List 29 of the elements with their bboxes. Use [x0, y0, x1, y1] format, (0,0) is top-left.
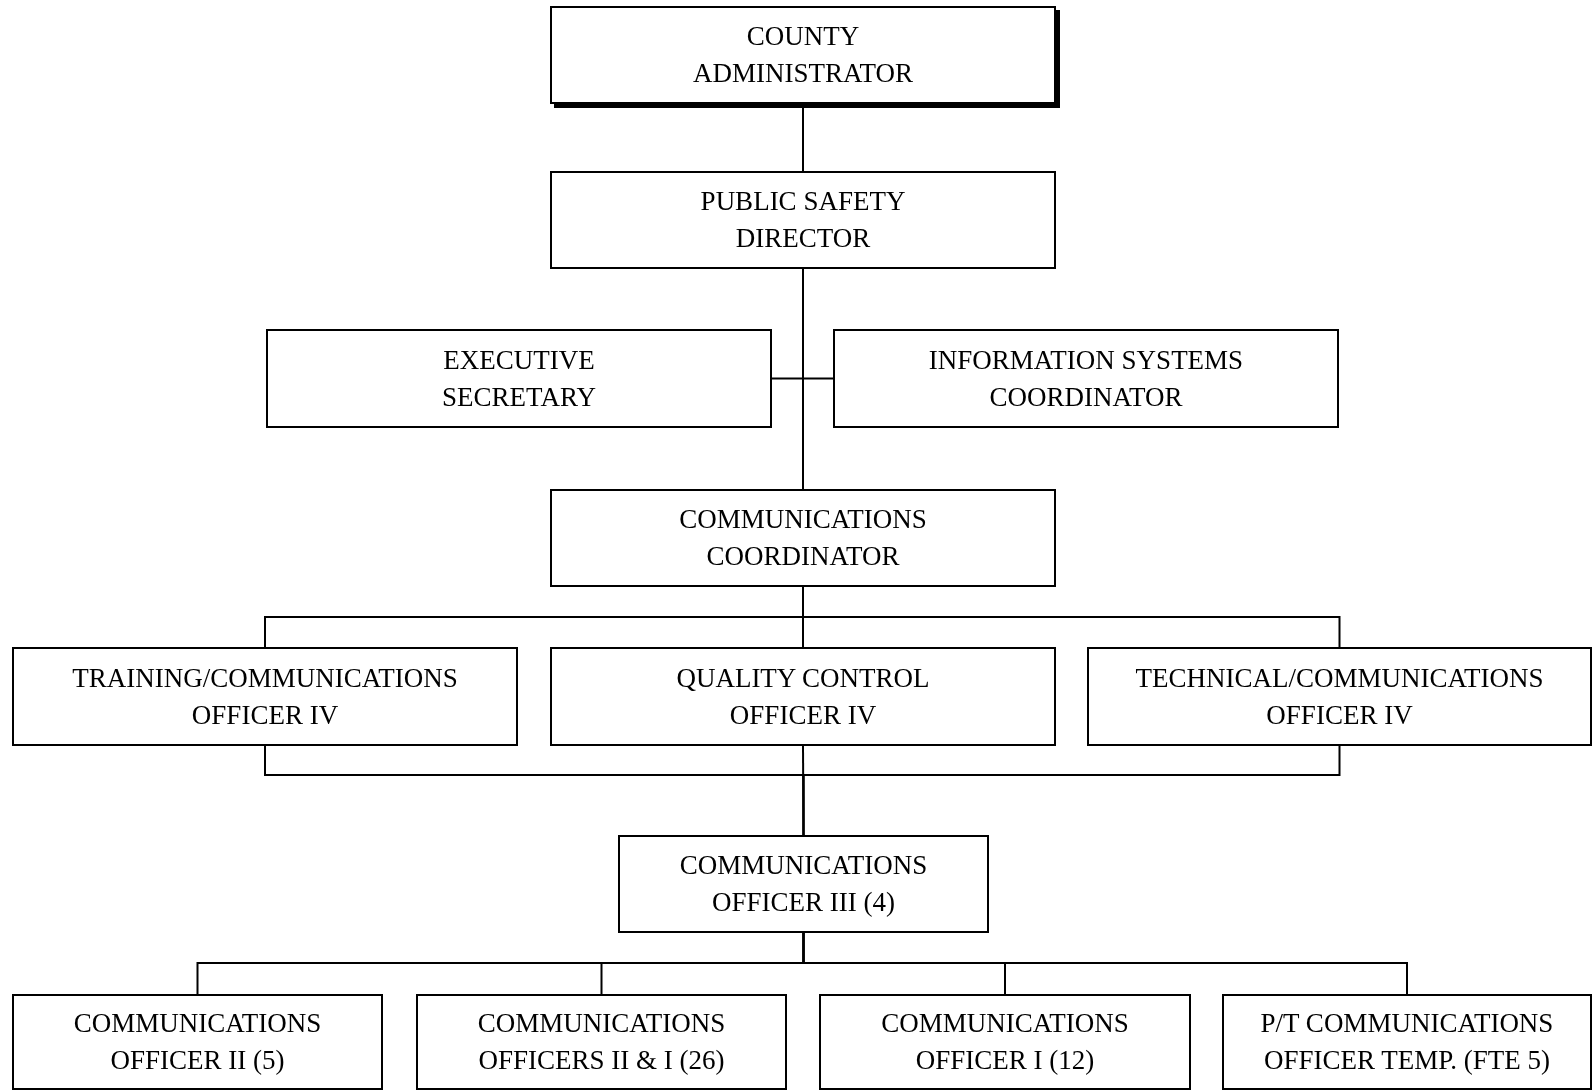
position-box — [550, 647, 1056, 746]
position-box — [550, 489, 1056, 587]
position-box — [12, 994, 383, 1090]
position-title: QUALITY CONTROL OFFICER IV — [675, 661, 931, 732]
connector-line — [802, 745, 805, 836]
position-title: COMMUNICATIONS COORDINATOR — [678, 503, 928, 573]
position-title: PUBLIC SAFETY DIRECTOR — [699, 185, 907, 255]
position-title: COMMUNICATIONS OFFICER II (5) — [72, 1007, 323, 1077]
position-title: COMMUNICATIONS OFFICER I (12) — [880, 1007, 1130, 1077]
position-box — [1222, 994, 1592, 1090]
position-box — [1087, 647, 1592, 746]
position-title: EXECUTIVE SECRETARY — [441, 343, 597, 414]
connector-line — [802, 745, 1341, 836]
position-title: TRAINING/COMMUNICATIONS OFFICER IV — [71, 661, 459, 732]
connector-line — [802, 932, 1408, 995]
position-box — [12, 647, 518, 746]
position-box — [416, 994, 787, 1090]
position-box — [550, 171, 1056, 269]
position-title: COMMUNICATIONS OFFICER III (4) — [678, 849, 929, 919]
position-title: P/T COMMUNICATIONS OFFICER TEMP. (FTE 5) — [1259, 1007, 1555, 1077]
position-title: COUNTY ADMINISTRATOR — [692, 20, 914, 90]
position-box — [618, 835, 989, 933]
connector-line — [802, 268, 804, 490]
position-title: INFORMATION SYSTEMS COORDINATOR — [927, 343, 1245, 414]
position-box — [819, 994, 1191, 1090]
position-title: COMMUNICATIONS OFFICERS II & I (26) — [476, 1007, 727, 1077]
position-box — [833, 329, 1339, 428]
position-box — [266, 329, 772, 428]
position-title: TECHNICAL/COMMUNICATIONS OFFICER IV — [1134, 661, 1545, 732]
